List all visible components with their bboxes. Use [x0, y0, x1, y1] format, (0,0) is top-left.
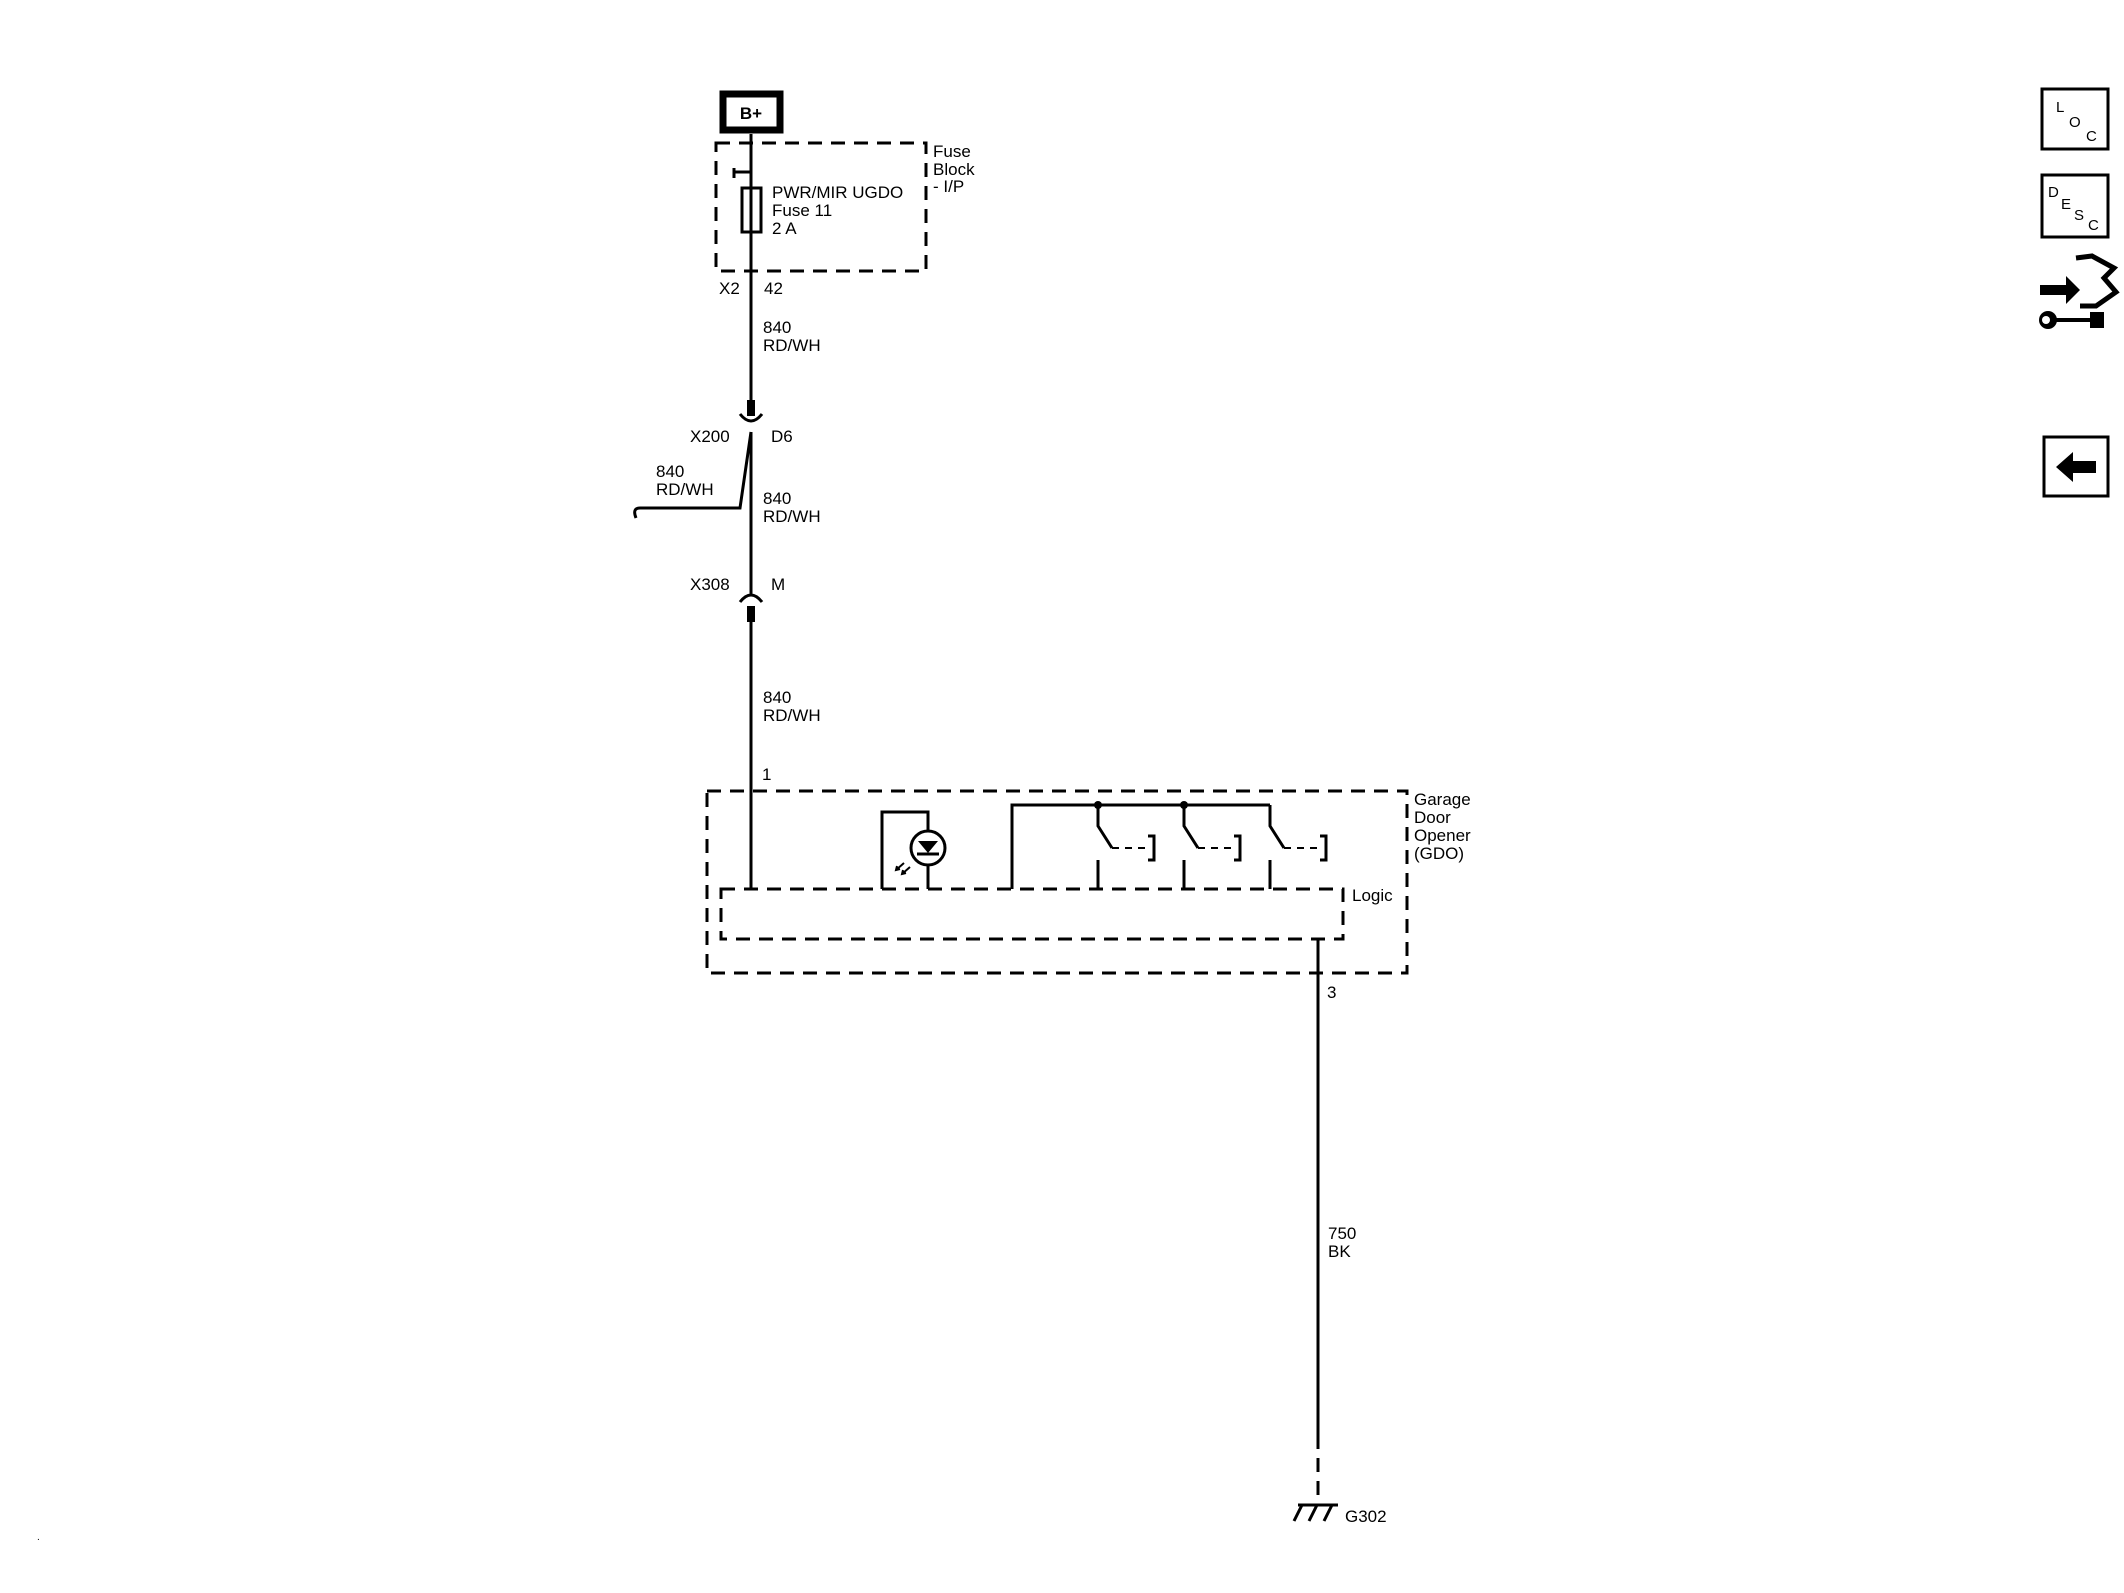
x308-connector-icon	[738, 593, 764, 603]
x200-pin: D6	[771, 427, 793, 446]
svg-text:C: C	[2086, 128, 2097, 145]
wire-branch	[633, 431, 753, 519]
wire-seg2-label: 840 RD/WH	[763, 489, 821, 526]
battery-positive-source: B+	[719, 90, 784, 134]
fuse-bus-bar	[732, 168, 751, 178]
fuse-block-pin: 42	[764, 279, 783, 298]
logic-block-outline	[719, 887, 1345, 941]
back-button[interactable]	[2042, 435, 2110, 498]
gdo-module-outline	[705, 789, 1409, 975]
svg-text:750: 750	[1328, 1224, 1356, 1243]
fuse-block-outline	[714, 141, 928, 273]
fuse-block-connector: X2	[719, 279, 740, 298]
svg-text:RD/WH: RD/WH	[656, 480, 714, 499]
x308-pin: M	[771, 575, 785, 594]
svg-text:D: D	[2048, 184, 2059, 201]
wire-seg1-label: 840 RD/WH	[763, 318, 821, 355]
svg-text:(GDO): (GDO)	[1414, 844, 1464, 863]
svg-text:Fuse 11: Fuse 11	[772, 201, 832, 220]
switch-bank	[1010, 801, 1270, 889]
svg-text:RD/WH: RD/WH	[763, 507, 821, 526]
fuse-label: PWR/MIR UGDO Fuse 11 2 A	[772, 183, 903, 238]
x200-connector-icon	[738, 413, 764, 423]
corner-mark: .	[37, 1532, 40, 1543]
svg-text:Garage: Garage	[1414, 790, 1471, 809]
svg-text:- I/P: - I/P	[933, 177, 964, 196]
ground-icon	[1292, 1503, 1338, 1522]
x200-name: X200	[690, 427, 730, 446]
svg-text:C: C	[2088, 217, 2099, 234]
gdo-ground-pin: 3	[1327, 983, 1336, 1002]
svg-text:E: E	[2061, 196, 2071, 213]
ground-name: G302	[1345, 1507, 1387, 1526]
battery-label: B+	[740, 104, 762, 123]
wire-branch-label: 840 RD/WH	[656, 462, 714, 499]
svg-text:Fuse: Fuse	[933, 142, 971, 161]
x308-terminal	[747, 606, 755, 622]
svg-text:PWR/MIR UGDO: PWR/MIR UGDO	[772, 183, 903, 202]
svg-text:RD/WH: RD/WH	[763, 336, 821, 355]
back-arrow-icon	[2056, 452, 2096, 482]
indicator-led-icon	[880, 810, 947, 889]
svg-text:Opener: Opener	[1414, 826, 1471, 845]
switch-2-icon	[1182, 805, 1242, 889]
description-button[interactable]: D E S C	[2040, 173, 2110, 239]
gdo-power-pin: 1	[762, 765, 771, 784]
svg-text:840: 840	[763, 489, 791, 508]
logic-label: Logic	[1352, 886, 1393, 905]
location-button[interactable]: L O C	[2040, 87, 2110, 151]
svg-text:Door: Door	[1414, 808, 1451, 827]
x200-terminal	[747, 400, 755, 416]
svg-text:840: 840	[656, 462, 684, 481]
x308-name: X308	[690, 575, 730, 594]
svg-text:840: 840	[763, 318, 791, 337]
svg-text:Block: Block	[933, 160, 975, 179]
svg-text:2 A: 2 A	[772, 219, 797, 238]
gdo-label: Garage Door Opener (GDO)	[1414, 790, 1471, 863]
switch-1-icon	[1096, 805, 1156, 889]
svg-text:O: O	[2069, 114, 2081, 131]
svg-text:S: S	[2074, 207, 2084, 224]
wire-ground-label: 750 BK	[1328, 1224, 1356, 1261]
svg-text:BK: BK	[1328, 1242, 1351, 1261]
svg-text:RD/WH: RD/WH	[763, 706, 821, 725]
connector-wiring-icon[interactable]	[2039, 253, 2120, 329]
fuse-block-label: Fuse Block - I/P	[933, 142, 975, 196]
svg-text:L: L	[2056, 99, 2064, 116]
svg-text:840: 840	[763, 688, 791, 707]
switch-3-icon	[1268, 805, 1328, 889]
wire-seg3-label: 840 RD/WH	[763, 688, 821, 725]
